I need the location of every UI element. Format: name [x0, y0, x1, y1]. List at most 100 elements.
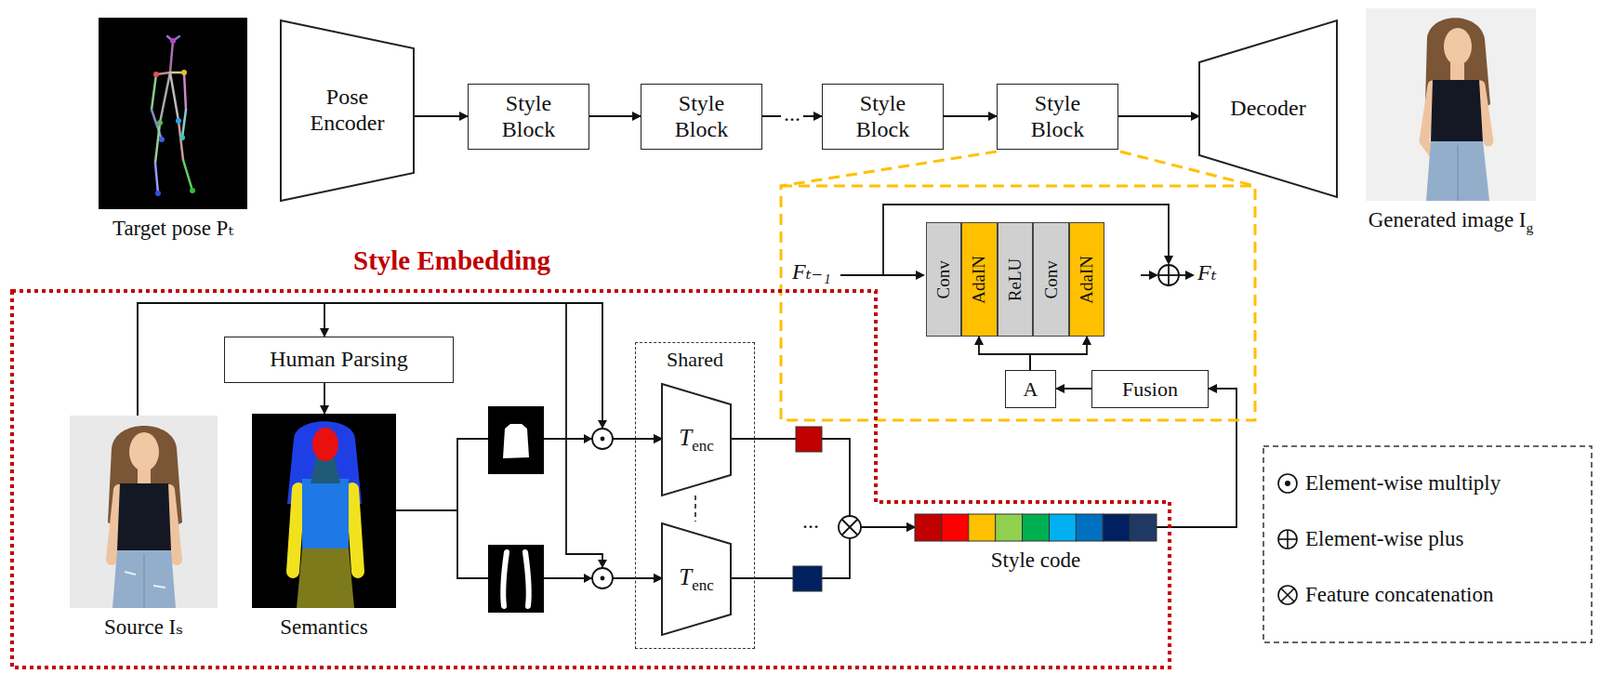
multiply-symbol [583, 559, 613, 589]
text-group: Tenc [678, 564, 715, 596]
process-box: Style Block [996, 83, 1119, 150]
arrowhead [597, 420, 608, 429]
connector-arrow [1056, 387, 1092, 390]
node-label: Source Iₛ [104, 615, 184, 639]
node-label: Human Parsing [269, 346, 409, 371]
layer-block: AdaIN [1069, 222, 1106, 337]
signal-name: Fₜ [1197, 260, 1217, 285]
text-group: AdaIN [1076, 255, 1098, 305]
node-label: A [1023, 377, 1039, 401]
bone [183, 159, 193, 191]
node-label: Shared [666, 347, 724, 371]
wire [840, 274, 918, 277]
subscript: g [1526, 219, 1534, 236]
mask-ground [488, 406, 544, 475]
bone [151, 74, 157, 110]
text-group: Style code [991, 548, 1081, 573]
top-region [302, 478, 349, 550]
outline-shape [280, 20, 414, 201]
parsing-map [251, 413, 397, 609]
node-label: Style Embedding [353, 245, 551, 276]
code-cell [968, 514, 996, 542]
top [1430, 79, 1483, 142]
connector-arrow [413, 115, 468, 118]
image-panel: Semantics [251, 413, 397, 609]
top [117, 483, 172, 551]
bone [155, 162, 159, 194]
arrowhead [583, 434, 593, 444]
text-group: Source Iₛ [104, 615, 184, 640]
rip [124, 571, 136, 575]
signal-name: Fₜ₋₁ [792, 259, 832, 284]
outline-shape [661, 523, 731, 635]
subscript: enc [691, 576, 715, 595]
node-label: Target pose Pₜ [112, 216, 234, 240]
code-cell [1129, 514, 1157, 542]
layer-block: Conv [1032, 222, 1070, 337]
joint [181, 69, 187, 76]
outline-shape [661, 383, 731, 496]
concat-symbol [838, 515, 861, 539]
part-code [793, 566, 822, 592]
connector-arrow [1156, 388, 1237, 528]
text-group: Semantics [279, 615, 369, 640]
arrowhead [583, 573, 593, 583]
node-outline [10, 243, 1172, 670]
layer-block: ReLU [997, 222, 1034, 337]
connector-arrow [978, 336, 1031, 371]
code-cell [1022, 514, 1050, 542]
group-box: SharedTencTenc [634, 342, 755, 649]
jeans [112, 550, 176, 609]
text-group: Style Embedding [353, 245, 551, 277]
node-label: Style Block [1031, 91, 1085, 142]
node-label: Conv [933, 260, 953, 299]
wire [1178, 274, 1187, 277]
legend-text: Element-wise plus [1305, 527, 1465, 551]
zoom-region [780, 151, 1256, 421]
multiply-dot [1285, 481, 1290, 486]
text-group: Style Block [486, 91, 572, 143]
text-group: Generated image Ig [1368, 208, 1534, 237]
process-box: Style Block [821, 83, 944, 150]
node-label: Style code [991, 548, 1081, 572]
node-label: Style Block [856, 91, 910, 142]
code-cell [1049, 514, 1077, 542]
plus-bar [1286, 529, 1289, 549]
zoom-outline [780, 185, 1256, 421]
node-label: Style Block [502, 91, 556, 142]
bone [151, 109, 162, 140]
arrowhead [1149, 270, 1159, 280]
arrowhead [915, 270, 926, 280]
dotted-outline [12, 290, 1170, 668]
process-box: Style Block [467, 83, 590, 150]
arm-region [352, 489, 358, 572]
text-group: Target pose Pₜ [112, 216, 234, 241]
bone [170, 72, 179, 121]
connector-arrow [730, 527, 915, 579]
connector-arrow [589, 115, 641, 118]
plus-bar [1167, 264, 1170, 286]
arrowhead [597, 559, 608, 569]
node-label: Conv [1040, 260, 1060, 299]
concat-circle [838, 515, 861, 539]
node-label: AdaIN [968, 255, 989, 305]
subscript: enc [691, 436, 715, 455]
text-group: Style Block [1015, 91, 1101, 143]
joint [153, 71, 159, 78]
encoder-trapezoid: Tenc [661, 523, 731, 635]
joint [158, 136, 165, 143]
connector-arrow [730, 438, 915, 528]
image-ground [1365, 8, 1536, 201]
edge-label: ... [780, 101, 804, 126]
text-group: Style Block [659, 91, 745, 143]
jeans [1426, 141, 1490, 201]
shared-link [694, 495, 697, 522]
ellipsis: ... [802, 508, 820, 533]
image-panel: Target pose Pₜ [98, 17, 248, 210]
bone [178, 120, 184, 160]
mask-image [488, 544, 544, 613]
face [129, 432, 159, 472]
image-panel: Generated image Ig [1365, 8, 1536, 201]
text-group: Conv [1040, 260, 1061, 299]
pose-image [98, 17, 248, 210]
